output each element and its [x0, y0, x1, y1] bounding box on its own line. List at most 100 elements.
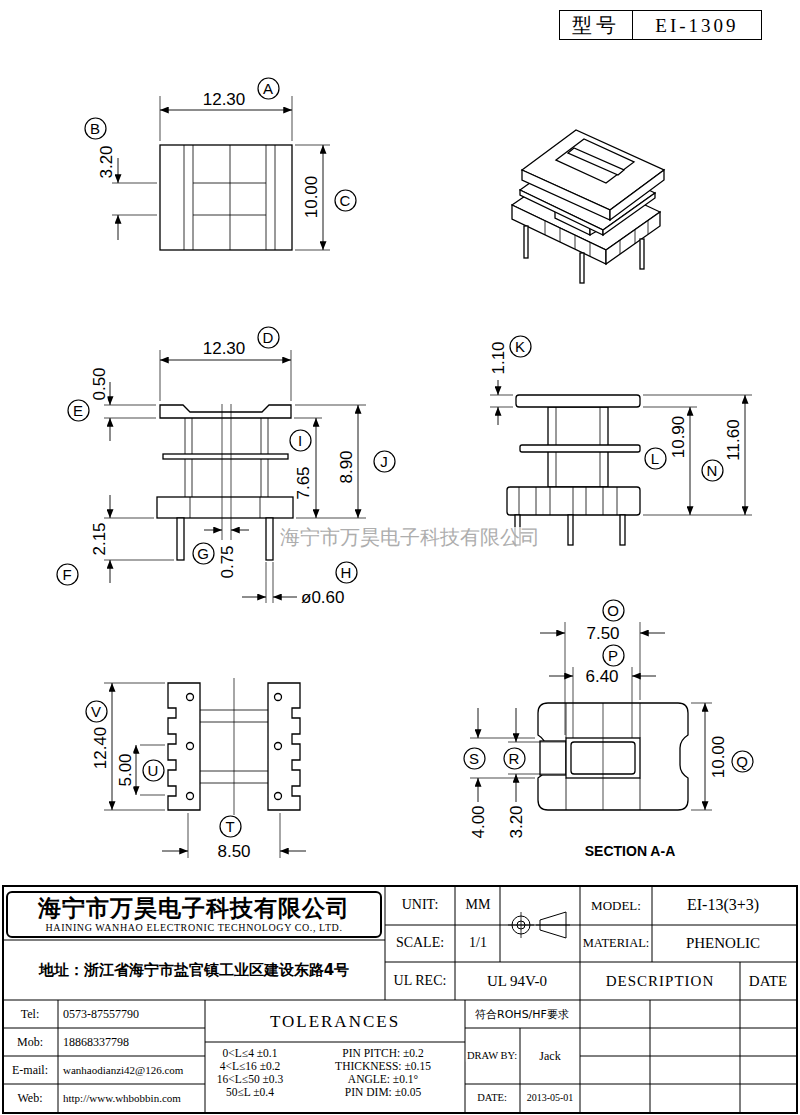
side-view-part — [573, 487, 574, 515]
top-view-part — [266, 145, 267, 250]
isometric-view-part — [648, 220, 649, 234]
dimension-value: 12.30 — [202, 340, 247, 357]
contact-label: E-mail: — [11, 1064, 49, 1076]
front-view-part — [110, 495, 111, 518]
dimension-value: 12.40 — [92, 726, 109, 771]
section-view-part — [540, 741, 566, 775]
callout-bubble: T — [219, 815, 242, 838]
callout-circle-outline — [464, 748, 485, 769]
callout-bubble: C — [334, 189, 357, 212]
side-view-part — [550, 487, 551, 515]
title-block-part — [385, 925, 797, 926]
table-cell: 2013-05-01 — [526, 1093, 575, 1103]
title-block-part — [3, 1000, 797, 1001]
dimension-value: 6.40 — [584, 668, 619, 685]
side-view-part — [568, 515, 573, 545]
dimension-value: 10.00 — [303, 175, 320, 220]
callout-letter: T — [225, 819, 234, 834]
bottom-view-part — [234, 678, 235, 815]
table-cell: UL 94V-0 — [486, 974, 548, 989]
title-block-part — [580, 1056, 797, 1057]
callout-letter: F — [62, 567, 71, 582]
tolerance-line: ANGLE: ±0.1° — [347, 1074, 419, 1086]
side-view-part — [690, 407, 691, 515]
dimension-value: 12.30 — [202, 91, 247, 108]
table-cell: MATERIAL: — [582, 937, 651, 950]
side-view-part — [498, 380, 499, 395]
title-block-part — [465, 1028, 797, 1029]
callout-letter: N — [707, 463, 718, 478]
top-view-part — [118, 215, 119, 240]
section-view-part — [632, 676, 656, 677]
front-view-part — [296, 518, 366, 519]
side-view-part — [498, 407, 499, 425]
title-block-part — [465, 1084, 797, 1085]
callout-circle-outline — [645, 448, 666, 469]
dimension-value: 4.00 — [470, 804, 487, 839]
contact-value: 0573-87557790 — [62, 1008, 140, 1020]
projection-symbol — [508, 912, 570, 938]
callout-letter: G — [197, 546, 209, 561]
bottom-view-part — [162, 851, 188, 852]
dimension-value: 7.65 — [295, 465, 312, 500]
model-caption: 型号 — [560, 11, 632, 39]
callout-circle-outline — [143, 760, 164, 781]
front-view-part — [160, 350, 161, 401]
section-view-part — [508, 774, 566, 775]
address-text: 地址：浙江省海宁市盐官镇工业区建设东路4号 — [38, 963, 350, 978]
projection-symbol-part — [536, 925, 570, 926]
table-cell: 1/1 — [468, 936, 488, 950]
side-view-part — [520, 445, 640, 452]
top-view-part — [112, 183, 157, 184]
isometric-view-part — [590, 242, 591, 256]
bottom-view-part — [140, 795, 165, 796]
isometric-view-part — [560, 228, 561, 242]
callout-circle-outline — [290, 430, 311, 451]
callout-circle-outline — [57, 564, 78, 585]
callout-letter: O — [607, 603, 619, 618]
callout-letter: R — [509, 751, 520, 766]
callout-bubble: A — [257, 77, 280, 100]
contact-value: wanhaodianzi42@126.com — [62, 1065, 184, 1076]
section-view-part — [565, 622, 566, 735]
isometric-view-part — [568, 148, 624, 175]
title-block-part — [740, 962, 741, 1113]
dimension-value: 7.50 — [585, 625, 620, 642]
dimension-value: 2.15 — [91, 521, 108, 556]
contact-label: Web: — [16, 1092, 43, 1104]
isometric-view-part — [635, 230, 636, 244]
isometric-view-part — [640, 239, 644, 269]
company-name: 海宁市万昊电子科技有限公司 — [38, 897, 350, 920]
company-name-english: HAINING WANHAO ELECTRONIC TECHNOLOGY CO.… — [45, 923, 342, 933]
callout-circle-outline — [336, 562, 357, 583]
table-cell: DATE — [748, 974, 788, 989]
section-view-part — [691, 703, 712, 704]
table-cell: DRAW BY: — [466, 1051, 518, 1062]
tolerance-line: THICKNESS: ±0.15 — [334, 1061, 432, 1073]
table-cell: PHENOLIC — [685, 936, 761, 951]
callout-bubble: R — [503, 747, 526, 770]
section-view-part — [640, 703, 641, 738]
front-view-part — [316, 418, 317, 518]
isometric-view-part — [556, 139, 634, 183]
top-view-part — [323, 145, 324, 250]
title-block-part — [3, 1084, 205, 1085]
title-block-part — [500, 886, 501, 962]
callout-bubble: N — [701, 459, 724, 482]
top-view-part — [184, 145, 185, 250]
front-view-part — [190, 497, 191, 518]
contact-value: 18868337798 — [62, 1036, 130, 1048]
callout-bubble: V — [85, 700, 108, 723]
bottom-view-part — [187, 793, 194, 800]
top-view-part — [112, 215, 157, 216]
section-view-part — [540, 633, 565, 634]
tolerance-line: 4<L≤16 ±0.2 — [219, 1061, 282, 1073]
top-view-part — [295, 145, 330, 146]
section-view-part — [603, 703, 604, 810]
section-view-part — [538, 703, 688, 810]
section-view-part — [478, 708, 479, 738]
callout-letter: I — [298, 433, 302, 448]
section-title: SECTION A-A — [584, 844, 676, 858]
isometric-view-part — [610, 170, 664, 220]
table-cell: Jack — [538, 1050, 561, 1062]
